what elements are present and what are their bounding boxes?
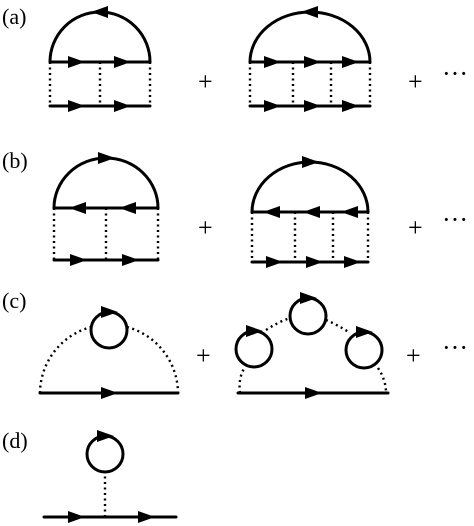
panel-c-plus-1: +	[196, 341, 211, 370]
panel-d: (d)	[2, 428, 178, 523]
diagram-b1-upper-arrow-2	[119, 202, 136, 214]
diagram-a2-upper-arrow-1	[264, 56, 281, 68]
panel-a-plus-1: +	[198, 67, 213, 96]
panel-b-plus-2: +	[408, 213, 423, 242]
diagram-d1-loop-arrow	[97, 430, 114, 442]
diagram-b2-upper-arrow-3	[341, 206, 358, 218]
panel-c-label: (c)	[2, 288, 26, 313]
diagram-c2-fermion-arrow	[305, 387, 322, 399]
diagram-c2-dotted-arc-3	[325, 318, 351, 334]
diagram-c2-dotted-arc-4	[376, 367, 388, 394]
diagram-a1-lower-arrow-2	[114, 100, 131, 112]
diagram-a2-upper-arrow-3	[342, 56, 359, 68]
panel-a: (a) +	[2, 4, 468, 112]
diagram-c1-dotted-arc-left	[38, 325, 92, 394]
diagram-c1-loop	[89, 310, 129, 350]
diagram-c2	[234, 292, 390, 399]
diagram-b2-arc	[250, 160, 370, 214]
diagram-d1-fermion-arrow-2	[138, 511, 155, 523]
diagram-a1-upper-arrow-1	[68, 56, 85, 68]
panel-d-label: (d)	[2, 428, 28, 453]
panel-c: (c) + + ···	[2, 288, 468, 399]
diagram-a1-upper-arrow-2	[114, 56, 131, 68]
diagram-c2-dotted-arc-2	[265, 316, 291, 331]
panel-b-plus-1: +	[198, 213, 213, 242]
diagram-c2-loop-mid-arrow	[300, 292, 317, 304]
diagram-c1-fermion-arrow	[101, 387, 118, 399]
diagram-c2-loop-mid	[288, 296, 328, 336]
diagram-a2-arc-arrow	[301, 6, 318, 18]
diagram-b2-lower-arrow-3	[344, 256, 361, 268]
diagram-d1	[42, 430, 178, 523]
panel-a-label: (a)	[2, 4, 26, 29]
diagram-a2-arc	[248, 10, 372, 64]
diagram-c2-dotted-arc-1	[238, 366, 247, 394]
diagram-a1-arc	[48, 10, 152, 64]
diagram-a2-lower-arrow-2	[304, 100, 321, 112]
diagram-b1-lower-arrow-2	[122, 254, 139, 266]
diagram-b1-arc-arrow	[98, 152, 115, 164]
diagram-b2-lower-arrow-2	[306, 256, 323, 268]
diagram-a1	[48, 6, 152, 112]
diagram-b1-lower-arrow-1	[70, 254, 87, 266]
diagram-a2-lower-arrow-3	[342, 100, 359, 112]
diagram-c2-loop-left	[234, 329, 274, 369]
diagram-d1-loop	[85, 434, 125, 474]
diagram-a2-lower-arrow-1	[264, 100, 281, 112]
diagram-c2-loop-right-arrow	[356, 326, 373, 338]
panel-a-plus-2: +	[408, 67, 423, 96]
diagram-b2-upper-arrow-1	[263, 206, 280, 218]
diagram-a1-arc-arrow	[91, 6, 108, 18]
panel-c-ellipsis: ···	[442, 333, 468, 362]
diagram-a2-upper-arrow-2	[304, 56, 321, 68]
panel-c-plus-2: +	[406, 341, 421, 370]
diagram-d1-fermion-arrow-1	[68, 511, 85, 523]
diagram-c1-dotted-arc-right	[126, 325, 180, 394]
diagram-b1-arc	[52, 156, 160, 210]
diagram-b2-lower-arrow-1	[266, 256, 283, 268]
diagram-c2-loop-left-arrow	[246, 325, 263, 337]
diagram-b2	[250, 156, 370, 268]
diagram-c1-loop-arrow	[101, 306, 118, 318]
diagram-a2	[248, 6, 372, 112]
diagram-a1-lower-arrow-1	[68, 100, 85, 112]
panel-b: (b) +	[2, 148, 468, 268]
diagram-c1	[38, 306, 180, 399]
diagram-b2-upper-arrow-2	[303, 206, 320, 218]
panel-b-ellipsis: ···	[442, 205, 468, 234]
panel-b-label: (b)	[2, 148, 28, 173]
diagram-b1-upper-arrow-1	[69, 202, 86, 214]
diagram-b1	[52, 152, 160, 266]
panel-a-ellipsis: ···	[442, 59, 468, 88]
diagram-c2-loop-right	[344, 330, 384, 370]
diagram-b2-arc-arrow	[302, 156, 319, 168]
